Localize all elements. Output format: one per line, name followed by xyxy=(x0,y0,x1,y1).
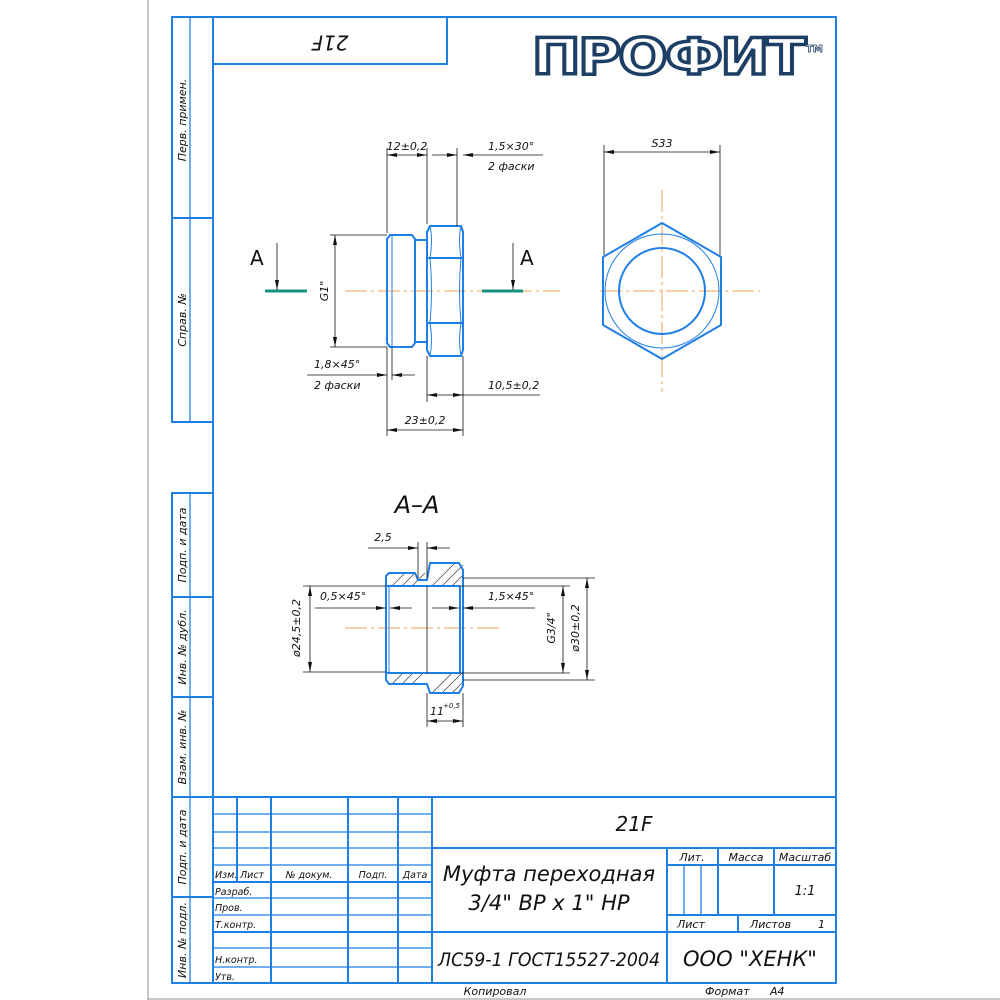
material: ЛС59-1 ГОСТ15527-2004 xyxy=(437,949,660,971)
section-title: А–А xyxy=(393,491,440,519)
thread-body xyxy=(386,234,416,348)
strip-label-sprav-no: Справ. № xyxy=(176,293,189,347)
mirror-code-box xyxy=(212,16,448,65)
logo-tm: TM xyxy=(806,44,823,55)
dim-thread-depth-tol: +0,5 xyxy=(443,702,461,710)
copied-label: Копировал xyxy=(464,985,527,998)
dim-groove: 2,5 xyxy=(374,531,392,544)
title-block: Изм. Лист № докум. Подп. Дата Разраб. Пр… xyxy=(213,796,836,998)
section-letter-right: A xyxy=(520,246,534,270)
format-label: Формат xyxy=(705,985,750,998)
company: ООО "ХЕНК" xyxy=(683,947,817,971)
dim-width-thread: 12±0,2 xyxy=(387,140,428,153)
sheets-value: 1 xyxy=(818,918,825,931)
dim-hex-width: 10,5±0,2 xyxy=(488,379,539,392)
dim-chamfer-right: 1,5×45° xyxy=(488,590,534,603)
side-strip-top: Перв. примен. Справ. № xyxy=(171,16,214,423)
section-view: А–А 2,5 0,5×45° 1,5×45° ø24,5±0,2 xyxy=(290,491,595,727)
mirror-code: 21F xyxy=(311,31,348,55)
hdr-sign: Подп. xyxy=(359,870,388,881)
dim-inner-thread: G3/4" xyxy=(545,612,558,643)
hdr-izm: Изм. xyxy=(215,870,237,881)
dim-chamfer-hex-note: 2 фаски xyxy=(488,160,534,173)
dim-chamfer-hex: 1,5×30° xyxy=(488,140,534,153)
scale-label: Масштаб xyxy=(779,851,831,864)
dim-outer-diameter: ø30±0,2 xyxy=(569,604,582,652)
dim-thread: G1" xyxy=(318,281,331,302)
profit-logo: ПРОФИТ TM xyxy=(530,26,823,88)
dim-inner-diameter: ø24,5±0,2 xyxy=(290,599,303,658)
mass-label: Масса xyxy=(728,851,763,864)
part-name-line1: Муфта переходная xyxy=(443,862,655,886)
part-name-line2: 3/4" ВР х 1" НР xyxy=(468,891,629,915)
role-razrab: Разраб. xyxy=(215,887,252,898)
dim-hex-size: S33 xyxy=(652,137,673,150)
strip-label-vzam-inv: Взам. инв. № xyxy=(176,710,189,785)
format-value: А4 xyxy=(769,985,785,998)
designation: 21F xyxy=(616,812,653,836)
dim-chamfer-thread-note: 2 фаски xyxy=(314,379,360,392)
strip-label-podp-data-2: Подп. и дата xyxy=(176,809,189,884)
logo-text: ПРОФИТ xyxy=(532,28,806,86)
hex-outline xyxy=(602,222,722,360)
section-outline xyxy=(385,562,464,694)
dim-thread-depth: 11 xyxy=(430,705,444,718)
sheets-label: Листов xyxy=(749,918,791,931)
strip-label-inv-podl: Инв. № подл. xyxy=(176,902,189,978)
role-utv: Утв. xyxy=(215,972,235,983)
sheet-label: Лист xyxy=(676,918,705,931)
dim-total-length: 23±0,2 xyxy=(405,414,446,427)
lit-label: Лит. xyxy=(678,851,704,864)
dim-chamfer-thread: 1,8×45° xyxy=(314,358,360,371)
scale-value: 1:1 xyxy=(795,884,816,899)
hdr-list: Лист xyxy=(239,870,265,881)
section-letter-left: A xyxy=(250,246,264,270)
bore-circle xyxy=(618,247,706,335)
side-strip-bottom: Подп. и дата Инв. № дубл. Взам. инв. № П… xyxy=(171,492,214,984)
role-tkontr: Т.контр. xyxy=(215,920,256,931)
dim-chamfer-left: 0,5×45° xyxy=(320,590,366,603)
front-view: A A 12±0,2 1,5×30° 2 фаски G1" 1,8×45° 2… xyxy=(250,140,560,436)
strip-label-inv-dubl: Инв. № дубл. xyxy=(176,609,189,684)
strip-label-podp-data-1: Подп. и дата xyxy=(176,507,189,582)
role-prov: Пров. xyxy=(215,903,243,914)
hdr-date: Дата xyxy=(402,870,428,881)
strip-label-perv-primen: Перв. примен. xyxy=(176,79,189,162)
role-nkontr: Н.контр. xyxy=(215,955,258,966)
side-view: S33 xyxy=(600,137,760,392)
hdr-doc: № докум. xyxy=(285,870,333,881)
